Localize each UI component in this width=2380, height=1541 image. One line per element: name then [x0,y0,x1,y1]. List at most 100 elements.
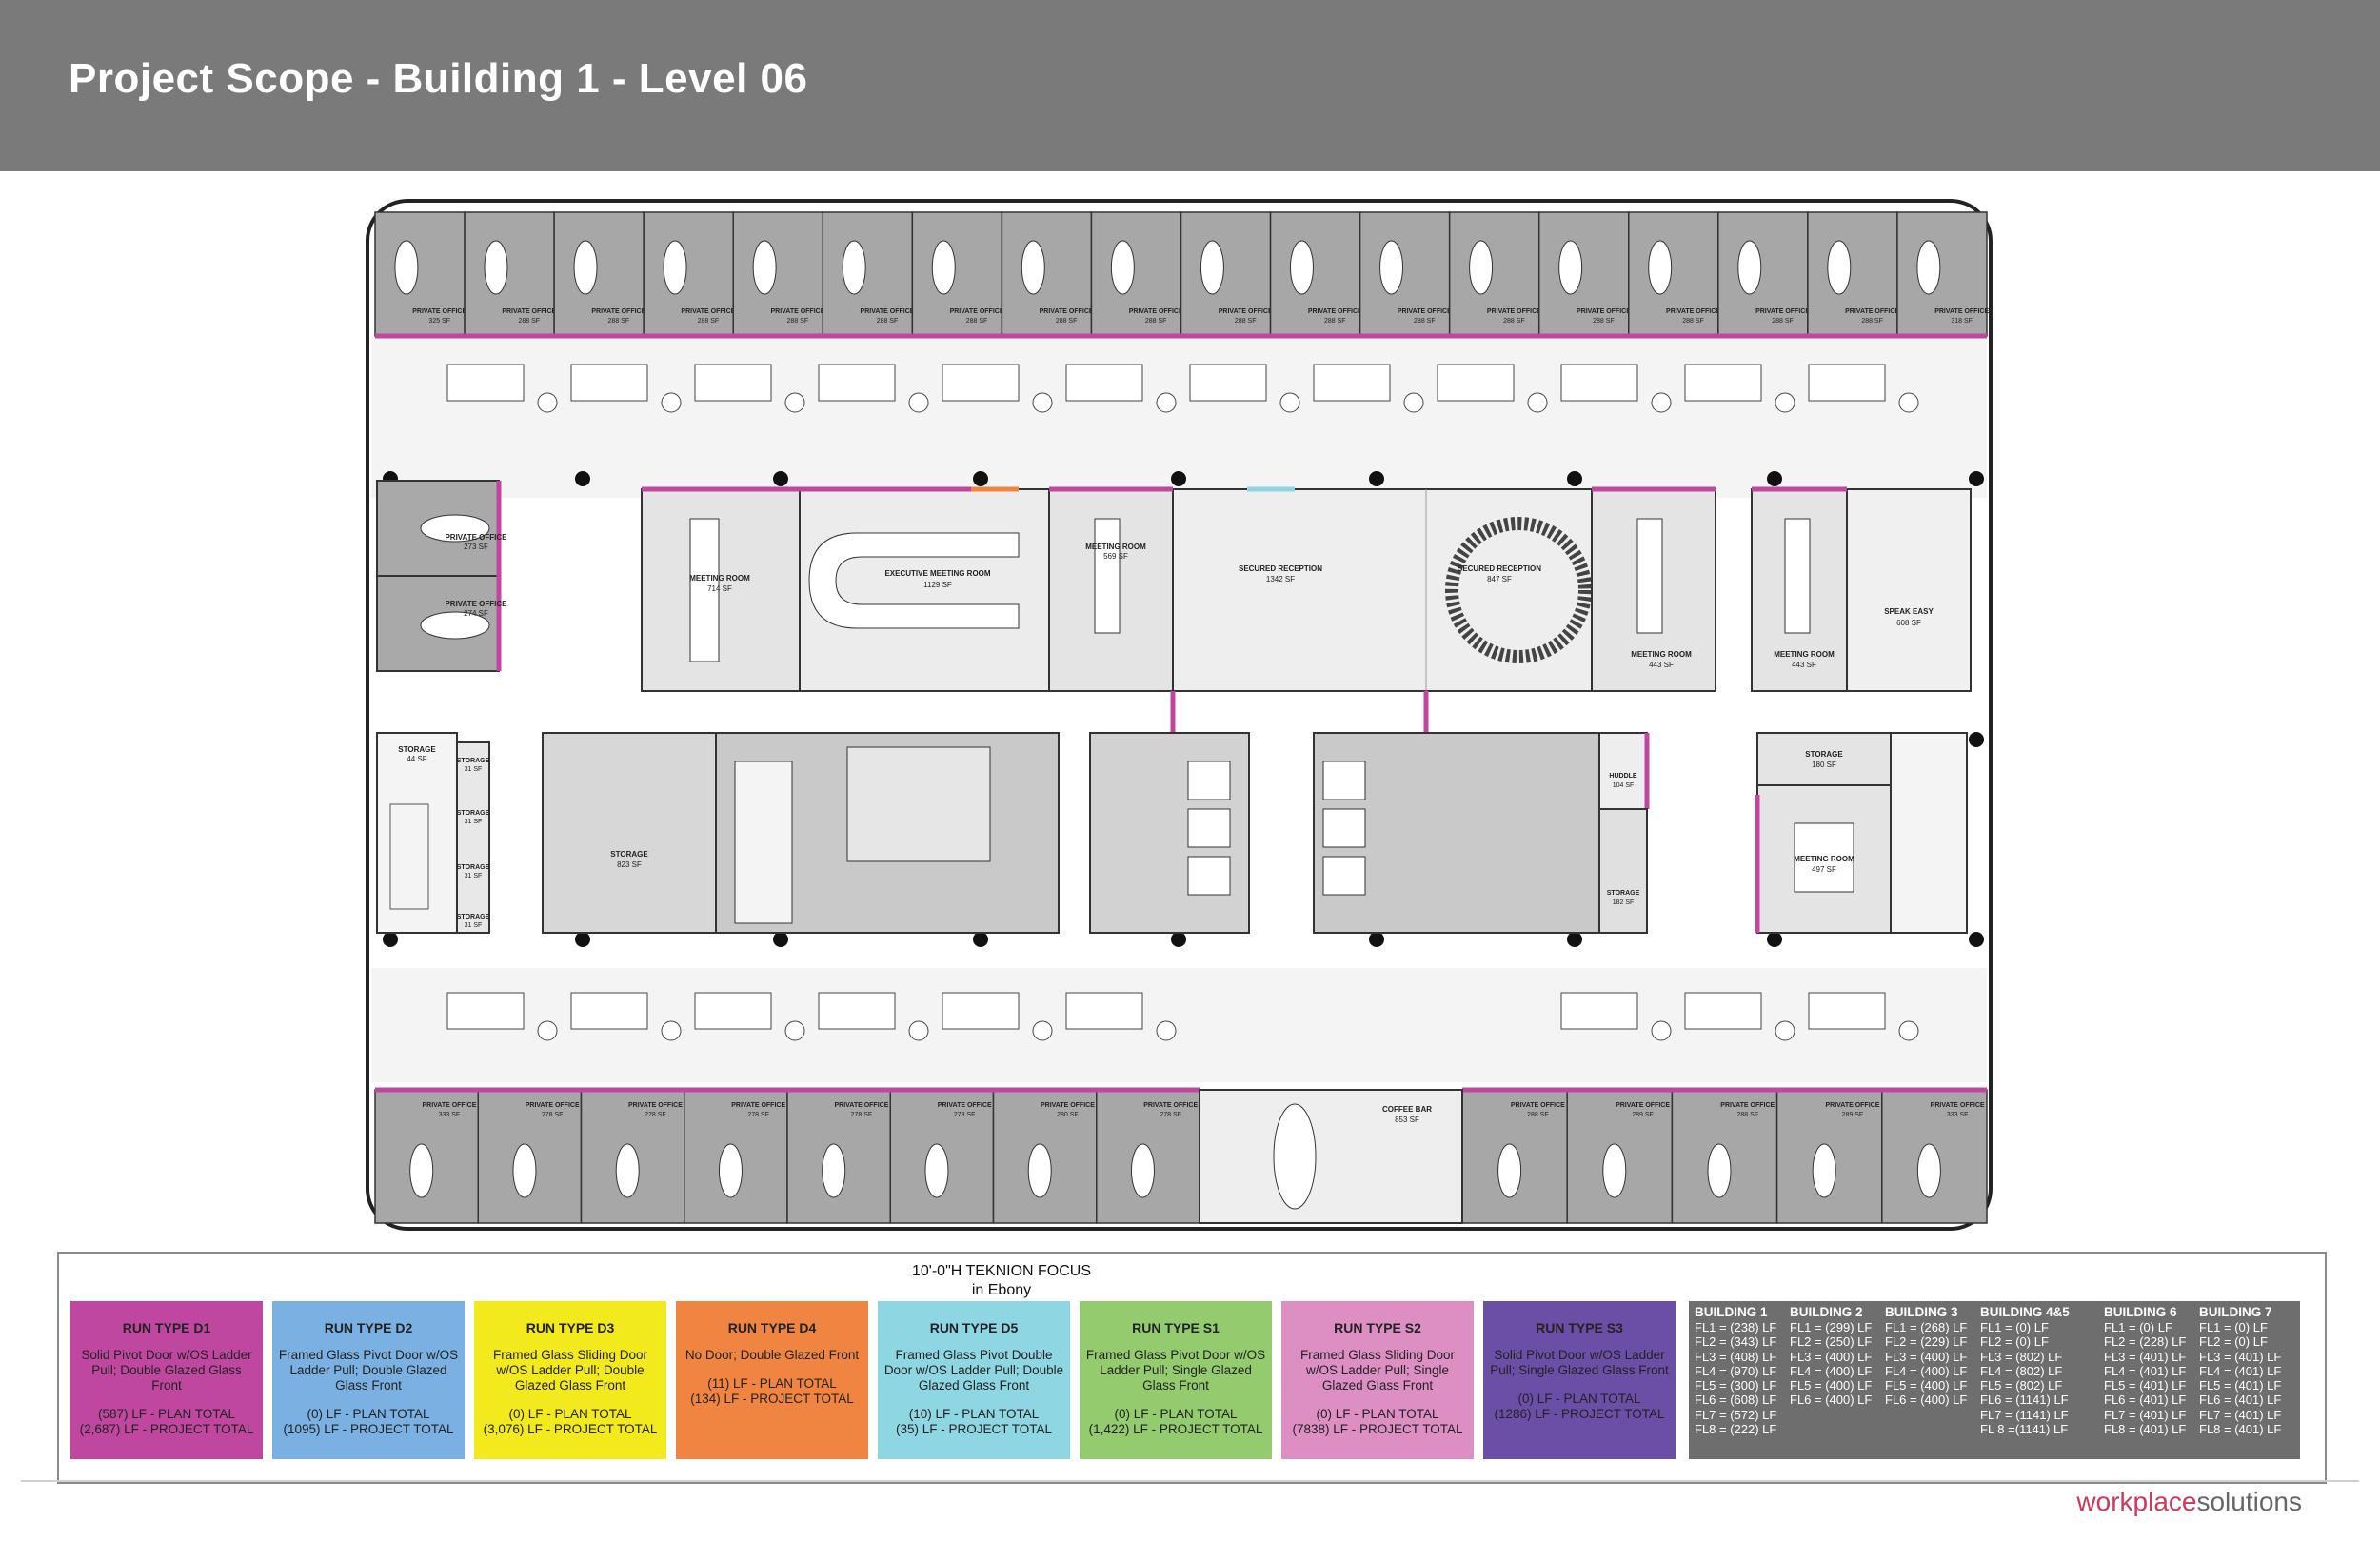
right-stair-core [1890,732,1968,934]
lounge-chair [1651,1020,1672,1041]
workstation-benches [446,364,1919,1041]
floor-total: FL4 = (401) LF [2199,1363,2282,1378]
column [1767,471,1782,486]
top-corridor [371,336,1987,498]
office-table [1812,1143,1836,1198]
workstation [446,364,525,402]
run-title: RUN TYPE D2 [324,1320,413,1335]
floor-total: FL2 = (250) LF [1790,1334,1873,1350]
storage-31a-area: 31 SF [465,766,483,773]
bottom-office-strip: PRIVATE OFFICE 333 SF PRIVATE OFFICE 278 SF… [374,1087,1988,1224]
run-plan-total: (0) LF - PLAN TOTAL [508,1407,632,1421]
office-area: 278 SF [851,1112,873,1118]
building-col: BUILDING 2 FL1 = (299) LF FL2 = (250) LF… [1790,1305,1872,1408]
floor-total: FL2 = (228) LF [2104,1334,2187,1350]
private-office [643,211,734,337]
office-area: 288 SF [1527,1112,1549,1118]
building-name: BUILDING 6 [2104,1305,2177,1319]
storage-823-name: STORAGE [610,850,648,859]
meeting-714-name: MEETING ROOM [689,574,750,583]
office-table [822,1143,846,1198]
floor-total: FL1 = (299) LF [1790,1320,1873,1334]
run-desc: Framed Glass Pivot Double Door w/OS Ladd… [883,1348,1064,1393]
office-table [1130,1143,1155,1198]
office-table [512,1143,537,1198]
office-area: 278 SF [954,1112,976,1118]
elevator-car [1322,856,1366,896]
brand-logo: workplacesolutions [2076,1487,2302,1517]
storage-31b-name: STORAGE [457,810,490,817]
private-office [1448,211,1540,337]
office-name: PRIVATE OFFICE [681,308,735,315]
workstation [446,992,525,1030]
private-office [1001,211,1093,337]
coffee-table [1273,1103,1317,1210]
office-name: PRIVATE OFFICE [1931,1102,1985,1109]
column [773,932,788,947]
coffee-bar-name: COFFEE BAR [1382,1105,1432,1114]
workstation [818,364,896,402]
spec-line-2: in Ebony [971,1282,1032,1298]
run-type-d2: RUN TYPE D2 Framed Glass Pivot Door w/OS… [272,1301,465,1459]
lounge-chair [1403,392,1424,413]
run-desc: Framed Glass Sliding Door w/OS Ladder Pu… [1299,1348,1456,1393]
office-area: 288 SF [1056,318,1078,325]
office-name: PRIVATE OFFICE [1825,1102,1879,1109]
column [1567,471,1582,486]
office-area: 333 SF [439,1112,461,1118]
floor-total: FL8 = (401) LF [2104,1422,2187,1437]
run-desc: No Door; Double Glazed Front [684,1348,860,1362]
workstation [942,364,1020,402]
workstation [818,992,896,1030]
floor-total: FL5 = (802) LF [1980,1378,2063,1393]
floor-total: FL7 = (401) LF [2199,1407,2282,1422]
run-desc: Solid Pivot Door w/OS Ladder Pull; Singl… [1490,1348,1669,1377]
reception-2-name: SECURED RECEPTION [1458,564,1541,573]
column [1969,732,1984,747]
lounge-chair [1156,1020,1177,1041]
office-name: PRIVATE OFFICE [1398,308,1452,315]
brand-part-1: workplace [2076,1487,2197,1516]
small-storage-column [456,741,490,934]
office-area: 333 SF [1947,1112,1969,1118]
exec-meeting-name: EXECUTIVE MEETING ROOM [884,569,990,578]
elevator-car [1187,808,1231,848]
conference-table [1794,822,1854,893]
run-plan-total: (10) LF - PLAN TOTAL [908,1407,1040,1421]
office-area: 288 SF [1736,1112,1758,1118]
left-office-1-area: 273 SF [464,543,488,551]
storage-182-name: STORAGE [1607,890,1640,897]
column [575,471,590,486]
workstation [1684,364,1762,402]
run-plan-total: (0) LF - PLAN TOTAL [1517,1392,1641,1406]
legend-panel: 10'-0"H TEKNION FOCUS in Ebony RUN TYPE … [57,1252,2327,1484]
exec-meeting-area: 1129 SF [923,581,952,589]
building-name: BUILDING 2 [1790,1305,1863,1319]
lounge-chair [1775,392,1795,413]
spiral-stair [1445,517,1592,663]
office-table [1289,240,1314,295]
column [1369,471,1384,486]
office-name: PRIVATE OFFICE [1845,308,1899,315]
floor-total: FL3 = (408) LF [1695,1349,1777,1364]
office-table [1027,1143,1052,1198]
left-office-2-area: 274 SF [464,609,488,618]
office-name: PRIVATE OFFICE [834,1102,888,1109]
building-name: BUILDING 4&5 [1980,1305,2070,1319]
floor-total: FL2 = (0) LF [1980,1334,2049,1350]
reception-1-name: SECURED RECEPTION [1239,564,1322,573]
run-title: RUN TYPE S1 [1132,1320,1220,1335]
meeting-443b-name: MEETING ROOM [1774,650,1835,659]
run-title: RUN TYPE D3 [526,1320,615,1335]
lounge-chair [1527,392,1548,413]
private-office [1180,211,1272,337]
private-office [1537,211,1630,337]
office-name: PRIVATE OFFICE [1219,308,1273,315]
lounge-chair [1651,392,1672,413]
office-name: PRIVATE OFFICE [1487,308,1541,315]
storage-31a-name: STORAGE [457,758,490,764]
private-office [822,211,914,337]
office-name: PRIVATE OFFICE [1577,308,1631,315]
column [973,471,988,486]
